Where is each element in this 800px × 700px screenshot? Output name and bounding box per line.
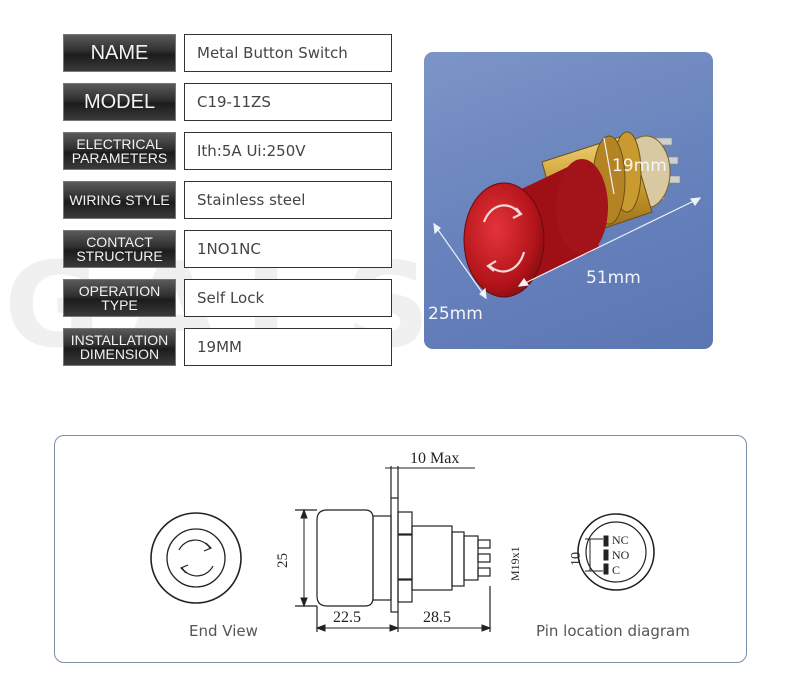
spec-row-name: NAME Metal Button Switch — [63, 34, 393, 72]
spec-label-line: INSTALLATION — [70, 332, 169, 348]
spec-value: Ith:5A Ui:250V — [184, 132, 392, 170]
spec-value: C19-11ZS — [184, 83, 392, 121]
spec-row-contact: CONTACT STRUCTURE 1NO1NC — [63, 230, 393, 268]
end-view-caption: End View — [189, 622, 258, 640]
end-view-drawing — [150, 512, 242, 604]
max-label: 10 Max — [410, 450, 459, 467]
spec-row-model: MODEL C19-11ZS — [63, 83, 393, 121]
drawing-dimension-lines — [300, 467, 492, 632]
spec-label: CONTACT STRUCTURE — [63, 230, 176, 268]
spec-value: Stainless steel — [184, 181, 392, 219]
spec-label-line: STRUCTURE — [76, 248, 163, 264]
thread-label: M19x1 — [508, 546, 522, 581]
side-view-drawing — [295, 466, 491, 632]
spec-value: 19MM — [184, 328, 392, 366]
spec-row-installation: INSTALLATION DIMENSION 19MM — [63, 328, 393, 366]
spec-label-line: ELECTRICAL — [76, 136, 163, 152]
spec-label: NAME — [63, 34, 176, 72]
spec-label-line: OPERATION — [78, 283, 161, 299]
spec-label-line: DIMENSION — [79, 346, 160, 362]
spec-label: INSTALLATION DIMENSION — [63, 328, 176, 366]
photo-length-label: 51mm — [586, 268, 641, 288]
pin-c-label: C — [612, 563, 620, 577]
spec-row-wiring: WIRING STYLE Stainless steel — [63, 181, 393, 219]
photo-head-label: 25mm — [428, 304, 483, 324]
pin-location-caption: Pin location diagram — [536, 622, 690, 640]
spec-value: 1NO1NC — [184, 230, 392, 268]
photo-diameter-label: 19mm — [612, 156, 667, 176]
product-photo: 19mm 51mm 25mm — [424, 52, 713, 349]
spec-value: Self Lock — [184, 279, 392, 317]
technical-drawing-panel: 10 Max 25 M19x1 22.5 28.5 10 NC NO C End… — [54, 435, 747, 663]
height-label: 25 — [275, 553, 291, 568]
technical-drawing: 10 Max 25 M19x1 22.5 28.5 10 NC NO C — [150, 450, 655, 632]
spec-label-line: TYPE — [101, 297, 138, 313]
pin-location-drawing — [577, 513, 655, 591]
head-length-label: 22.5 — [333, 609, 361, 626]
spec-row-operation: OPERATION TYPE Self Lock — [63, 279, 393, 317]
pin-spacing-label: 10 — [569, 552, 584, 566]
rotate-arrows-icon — [482, 204, 526, 273]
spec-label: MODEL — [63, 83, 176, 121]
product-illustration — [433, 131, 702, 300]
spec-label-line: CONTACT — [86, 234, 153, 250]
spec-value: Metal Button Switch — [184, 34, 392, 72]
spec-row-electrical: ELECTRICAL PARAMETERS Ith:5A Ui:250V — [63, 132, 393, 170]
spec-label: ELECTRICAL PARAMETERS — [63, 132, 176, 170]
body-length-label: 28.5 — [423, 609, 451, 626]
pin-nc-label: NC — [612, 533, 629, 547]
dimension-lines — [433, 137, 702, 300]
pin-no-label: NO — [612, 548, 630, 562]
spec-label: OPERATION TYPE — [63, 279, 176, 317]
spec-label: WIRING STYLE — [63, 181, 176, 219]
spec-label-line: PARAMETERS — [71, 150, 168, 166]
